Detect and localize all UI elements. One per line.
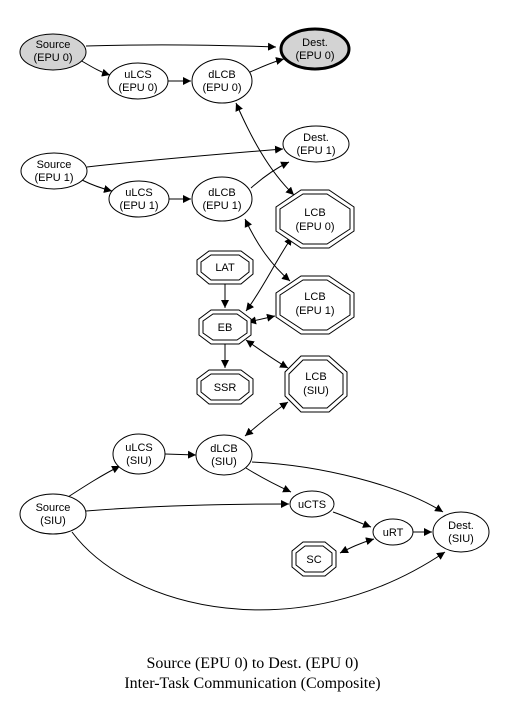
edge-ucts-to-urt [332, 511, 372, 528]
node-label: LCB [305, 371, 326, 383]
node-label: LAT [215, 262, 235, 274]
node-dlcb-siu: dLCB (SIU) [195, 434, 253, 476]
edge-src-siu-to-ucts [85, 500, 290, 512]
edge-ulcs-siu-to-dlcb-siu [164, 450, 197, 459]
node-label: uRT [383, 527, 404, 539]
node-lcb-siu: LCB (SIU) [284, 355, 348, 413]
node-sublabel: (SIU) [303, 385, 329, 397]
node-dlcb-epu1: dLCB (EPU 1) [191, 176, 253, 222]
node-sublabel: (EPU 0) [33, 52, 72, 64]
node-urt: uRT [372, 518, 414, 546]
edge-dlcb-siu-to-dest-siu [251, 461, 444, 513]
node-sublabel: (SIU) [126, 455, 152, 467]
edge-dlcb-epu1-to-dest-epu1 [250, 161, 290, 189]
node-ulcs-epu1: uLCS (EPU 1) [108, 180, 170, 218]
edge-src-siu-to-dest-siu [71, 531, 446, 611]
node-dest-siu: Dest. (SIU) [432, 511, 490, 553]
node-sublabel: (EPU 0) [295, 50, 334, 62]
node-sublabel: (SIU) [211, 456, 237, 468]
edge-sc-urt [339, 537, 375, 554]
node-sublabel: (SIU) [448, 533, 474, 545]
node-label: Dest. [303, 132, 329, 144]
node-ssr: SSR [196, 369, 254, 405]
node-label: Source [37, 159, 72, 171]
node-sc: SC [291, 541, 337, 577]
node-ucts: uCTS [289, 490, 335, 518]
edge-dlcb-siu-to-ucts [245, 467, 292, 493]
node-sublabel: (EPU 1) [34, 172, 73, 184]
node-sublabel: (SIU) [40, 515, 66, 527]
node-ulcs-siu: uLCS (SIU) [112, 433, 166, 475]
node-label: Source [36, 39, 71, 51]
node-label: dLCB [208, 187, 236, 199]
node-dest-epu0: Dest. (EPU 0) [279, 27, 351, 71]
edge-src-epu0-to-dest-epu0 [85, 42, 277, 51]
node-label: LCB [304, 291, 325, 303]
edge-dlcb-epu0-to-dest-epu0 [249, 57, 285, 73]
node-source-siu: Source (SIU) [19, 493, 87, 535]
node-label: EB [218, 322, 233, 334]
node-sublabel: (EPU 1) [295, 305, 334, 317]
node-label: SC [306, 554, 321, 566]
node-source-epu0: Source (EPU 0) [19, 33, 87, 71]
node-label: uCTS [298, 499, 326, 511]
node-lcb-epu0: LCB (EPU 0) [275, 189, 355, 249]
node-dlcb-epu0: dLCB (EPU 0) [191, 58, 253, 104]
node-sublabel: (EPU 0) [118, 82, 157, 94]
edge-dlcb-siu-lcb-siu [244, 401, 289, 437]
node-label: uLCS [125, 187, 153, 199]
node-label: LCB [304, 207, 325, 219]
node-source-epu1: Source (EPU 1) [20, 152, 88, 190]
node-eb: EB [198, 309, 252, 345]
node-label: uLCS [125, 442, 153, 454]
node-label: Dest. [302, 37, 328, 49]
edge-eb-lcb-epu0 [245, 236, 293, 312]
node-label: dLCB [210, 443, 238, 455]
node-label: Dest. [448, 520, 474, 532]
edge-src-epu1-to-dest-epu1 [86, 145, 284, 168]
edge-eb-lcb-epu1 [247, 313, 276, 325]
edge-src-epu1-to-ulcs-epu1 [81, 179, 113, 193]
node-sublabel: (EPU 0) [295, 221, 334, 233]
node-sublabel: (EPU 1) [296, 145, 335, 157]
edge-src-epu0-to-ulcs-epu0 [79, 59, 111, 77]
node-sublabel: (EPU 0) [202, 82, 241, 94]
node-lat: LAT [196, 250, 254, 285]
node-sublabel: (EPU 1) [202, 200, 241, 212]
diagram-caption-subtitle: Inter-Task Communication (Composite) [124, 675, 381, 692]
node-sublabel: (EPU 1) [119, 200, 158, 212]
edge-dlcb-epu0-lcb-epu0 [235, 102, 295, 196]
edge-src-siu-to-ulcs-siu [67, 465, 121, 498]
edge-eb-lcb-siu [245, 339, 289, 369]
node-label: uLCS [124, 69, 152, 81]
node-label: dLCB [208, 69, 236, 81]
node-label: SSR [214, 382, 237, 394]
node-ulcs-epu0: uLCS (EPU 0) [107, 62, 169, 100]
node-label: Source [36, 502, 71, 514]
node-dest-epu1: Dest. (EPU 1) [282, 125, 350, 163]
diagram-caption-title: Source (EPU 0) to Dest. (EPU 0) [146, 655, 359, 672]
node-lcb-epu1: LCB (EPU 1) [275, 275, 355, 335]
